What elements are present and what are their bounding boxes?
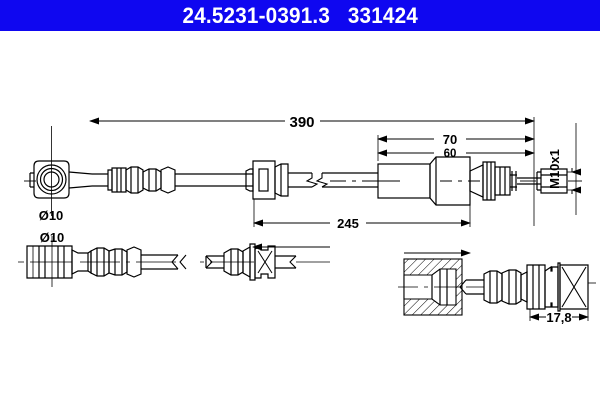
thread-port-detail: [398, 249, 596, 321]
banjo-end-detail: [18, 236, 187, 287]
bracket-detail: [200, 243, 330, 281]
dim-hose-length: 245: [337, 216, 359, 231]
dim-hex-width: 17,8: [546, 310, 571, 325]
assembly-drawing-svg: 390 70 60 245 Ø10 Ø10 M10x1 17,8: [18, 114, 596, 325]
hose-bracket-clip: [245, 160, 289, 200]
dim-fitting-inner: 60: [444, 148, 457, 160]
dim-banjo-diameter: Ø10: [39, 208, 64, 223]
dimension-lines-main: [51, 117, 581, 227]
part-number-title: 24.5231-0391.3 331424: [182, 2, 418, 28]
dimension-labels: 390 70 60 245 Ø10 Ø10 M10x1 17,8: [39, 114, 572, 325]
dim-fitting-outer: 70: [443, 132, 457, 147]
crimp-ferrule-left: [107, 166, 176, 194]
banjo-fitting-left: [29, 160, 93, 199]
hose-run-mid: [288, 172, 378, 188]
title-bar: 24.5231-0391.3 331424: [0, 0, 600, 31]
hose-segment-left: [92, 173, 108, 187]
dim-total-length: 390: [289, 114, 314, 131]
hex-nut-and-thread-right: [469, 161, 568, 201]
dim-banjo-diameter-detail: Ø10: [40, 230, 65, 245]
main-assembly-view: [24, 156, 582, 206]
technical-drawing-area: 390 70 60 245 Ø10 Ø10 M10x1 17,8: [0, 31, 600, 400]
hose-main-run: [175, 173, 253, 187]
dim-thread-spec: M10x1: [547, 149, 562, 189]
